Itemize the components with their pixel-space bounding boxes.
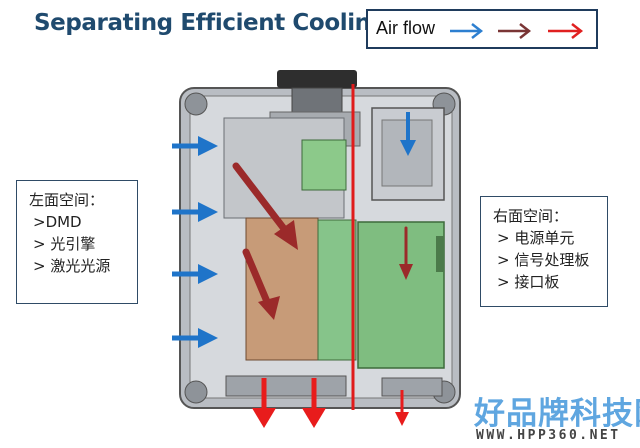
- legend-label: Air flow: [376, 18, 436, 38]
- left-panel-item: >DMD: [33, 213, 82, 231]
- right-panel-item: > 电源单元: [497, 229, 575, 247]
- legend-arrow-red-icon: [548, 23, 584, 39]
- exhaust-arrow-icon: [395, 390, 409, 426]
- left-panel-item: > 光引擎: [33, 235, 96, 253]
- internal-flow-arrows: [232, 162, 413, 320]
- legend-arrow-brown-icon: [498, 23, 532, 39]
- exhaust-arrows: [252, 378, 409, 428]
- internal-arrow-icon: [242, 248, 280, 320]
- internal-arrow-icon: [232, 162, 298, 250]
- exhaust-arrow-icon: [302, 378, 326, 428]
- legend-arrows: [450, 23, 584, 39]
- laser-light-source: [245, 217, 357, 361]
- watermark-brand: 好品牌科技网: [474, 396, 640, 432]
- right-space-panel: 右面空间： > 电源单元 > 信号处理板 > 接口板: [480, 196, 608, 307]
- watermark-url: WWW.HPP360.NET: [476, 428, 621, 443]
- right-panel-item: > 信号处理板: [497, 251, 590, 269]
- exhaust-arrow-icon: [252, 378, 276, 428]
- left-panel-item: > 激光光源: [33, 257, 111, 275]
- light-engine-block: [223, 117, 347, 219]
- left-space-panel: 左面空间： >DMD > 光引擎 > 激光光源: [16, 180, 138, 304]
- airflow-legend: Air flow: [366, 9, 598, 49]
- internal-arrow-icon: [399, 226, 413, 280]
- left-panel-heading: 左面空间：: [29, 191, 105, 209]
- signal-interface-board: [357, 221, 445, 369]
- right-panel-heading: 右面空间：: [493, 207, 569, 225]
- legend-arrow-blue-icon: [450, 23, 484, 39]
- right-panel-item: > 接口板: [497, 273, 560, 291]
- bottom-vents: [225, 375, 443, 397]
- intake-arrows: [172, 112, 416, 348]
- page-title: Separating Efficient Cooling: [34, 10, 387, 36]
